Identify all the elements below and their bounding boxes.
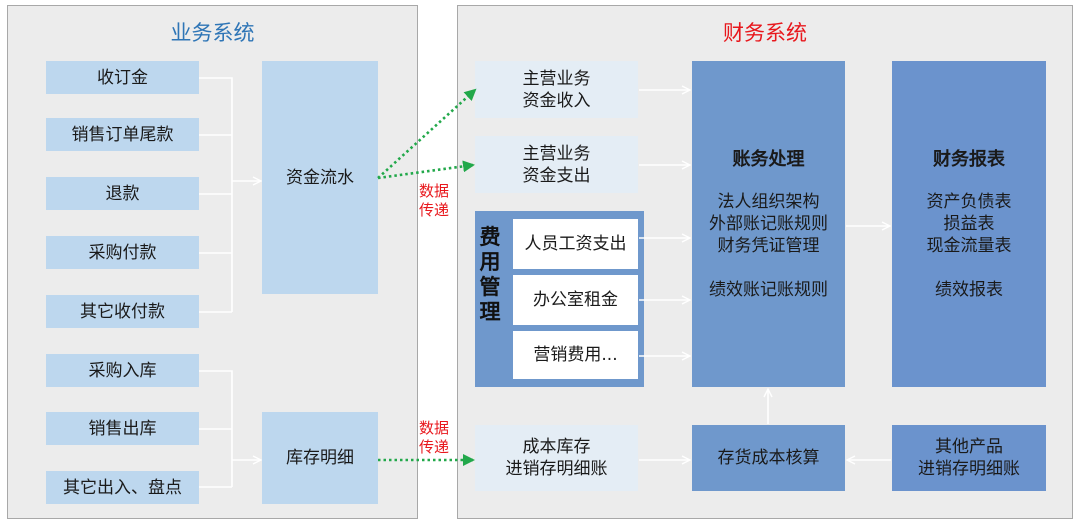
business-item-label: 采购付款 bbox=[88, 242, 157, 263]
data-transfer-label-top: 数据 传递 bbox=[414, 182, 454, 220]
cost-inventory-box: 成本库存 进销存明细账 bbox=[475, 425, 638, 491]
other-products-line: 进销存明细账 bbox=[918, 459, 1020, 479]
data-transfer-line: 传递 bbox=[418, 201, 449, 219]
business-item-purchase-in: 采购入库 bbox=[46, 354, 199, 387]
business-item-other-stock: 其它出入、盘点 bbox=[46, 471, 199, 504]
expense-item-label: 人员工资支出 bbox=[524, 234, 627, 254]
fund-flow-label: 资金流水 bbox=[286, 167, 354, 188]
business-item-label: 销售出库 bbox=[88, 418, 157, 439]
expense-management-title-char: 理 bbox=[479, 300, 501, 324]
expense-management-title-char: 管 bbox=[479, 275, 501, 299]
income-line: 主营业务 bbox=[522, 68, 591, 89]
expense-line: 资金支出 bbox=[522, 165, 591, 186]
expense-item-marketing: 营销费用... bbox=[513, 331, 638, 379]
business-item-other-payments: 其它收付款 bbox=[46, 295, 199, 328]
inventory-detail-box: 库存明细 bbox=[262, 412, 378, 504]
data-transfer-line: 传递 bbox=[418, 438, 449, 456]
business-item-purchase-payment: 采购付款 bbox=[46, 236, 199, 269]
inventory-detail-label: 库存明细 bbox=[286, 448, 354, 468]
data-transfer-line: 数据 bbox=[418, 182, 449, 200]
business-item-label: 其它收付款 bbox=[80, 301, 165, 322]
expense-line: 主营业务 bbox=[522, 143, 591, 164]
accounting-line: 外部账记账规则 bbox=[709, 214, 828, 234]
other-products-box: 其他产品 进销存明细账 bbox=[892, 425, 1046, 491]
report-line: 现金流量表 bbox=[926, 236, 1012, 256]
income-line: 资金收入 bbox=[522, 90, 591, 111]
accounting-title: 账务处理 bbox=[732, 149, 805, 170]
business-item-label: 收订金 bbox=[97, 67, 148, 88]
business-item-deposit: 收订金 bbox=[46, 61, 199, 94]
report-line: 绩效报表 bbox=[935, 280, 1003, 300]
business-item-label: 其它出入、盘点 bbox=[63, 477, 182, 498]
cost-inventory-line: 进销存明细账 bbox=[505, 459, 608, 479]
expense-item-label: 营销费用... bbox=[533, 345, 618, 365]
business-system-title: 业务系统 bbox=[170, 21, 255, 45]
cost-inventory-line: 成本库存 bbox=[522, 437, 591, 457]
report-line: 资产负债表 bbox=[926, 192, 1012, 212]
expense-management-title-char: 用 bbox=[479, 250, 501, 274]
main-business-expense-box: 主营业务 资金支出 bbox=[475, 136, 638, 193]
report-line: 损益表 bbox=[943, 214, 995, 234]
other-products-line: 其他产品 bbox=[935, 437, 1003, 457]
data-transfer-line: 数据 bbox=[418, 419, 449, 437]
main-business-income-box: 主营业务 资金收入 bbox=[475, 61, 638, 118]
business-item-order-balance: 销售订单尾款 bbox=[46, 118, 199, 151]
accounting-box: 账务处理 法人组织架构 外部账记账规则 财务凭证管理 绩效账记账规则 bbox=[692, 61, 845, 387]
business-item-sales-out: 销售出库 bbox=[46, 412, 199, 445]
expense-item-rent: 办公室租金 bbox=[513, 275, 638, 325]
accounting-line: 绩效账记账规则 bbox=[709, 280, 828, 300]
accounting-line: 财务凭证管理 bbox=[717, 236, 820, 256]
financial-reports-title: 财务报表 bbox=[933, 149, 1005, 170]
business-item-label: 采购入库 bbox=[88, 360, 157, 381]
business-item-refund: 退款 bbox=[46, 177, 199, 210]
expense-management-title: 费 用 管 理 bbox=[475, 225, 505, 325]
expense-management-title-char: 费 bbox=[479, 225, 501, 249]
data-transfer-label-bottom: 数据 传递 bbox=[414, 419, 454, 457]
business-item-label: 退款 bbox=[105, 183, 140, 204]
financial-reports-box: 财务报表 资产负债表 损益表 现金流量表 绩效报表 bbox=[892, 61, 1046, 387]
business-item-label: 销售订单尾款 bbox=[71, 124, 174, 145]
accounting-line: 法人组织架构 bbox=[717, 192, 820, 212]
finance-system-title: 财务系统 bbox=[723, 21, 807, 45]
inventory-costing-box: 存货成本核算 bbox=[692, 425, 845, 491]
inventory-costing-label: 存货成本核算 bbox=[717, 448, 820, 468]
expense-item-salary: 人员工资支出 bbox=[513, 219, 638, 269]
expense-item-label: 办公室租金 bbox=[533, 290, 618, 310]
fund-flow-box: 资金流水 bbox=[262, 61, 378, 294]
